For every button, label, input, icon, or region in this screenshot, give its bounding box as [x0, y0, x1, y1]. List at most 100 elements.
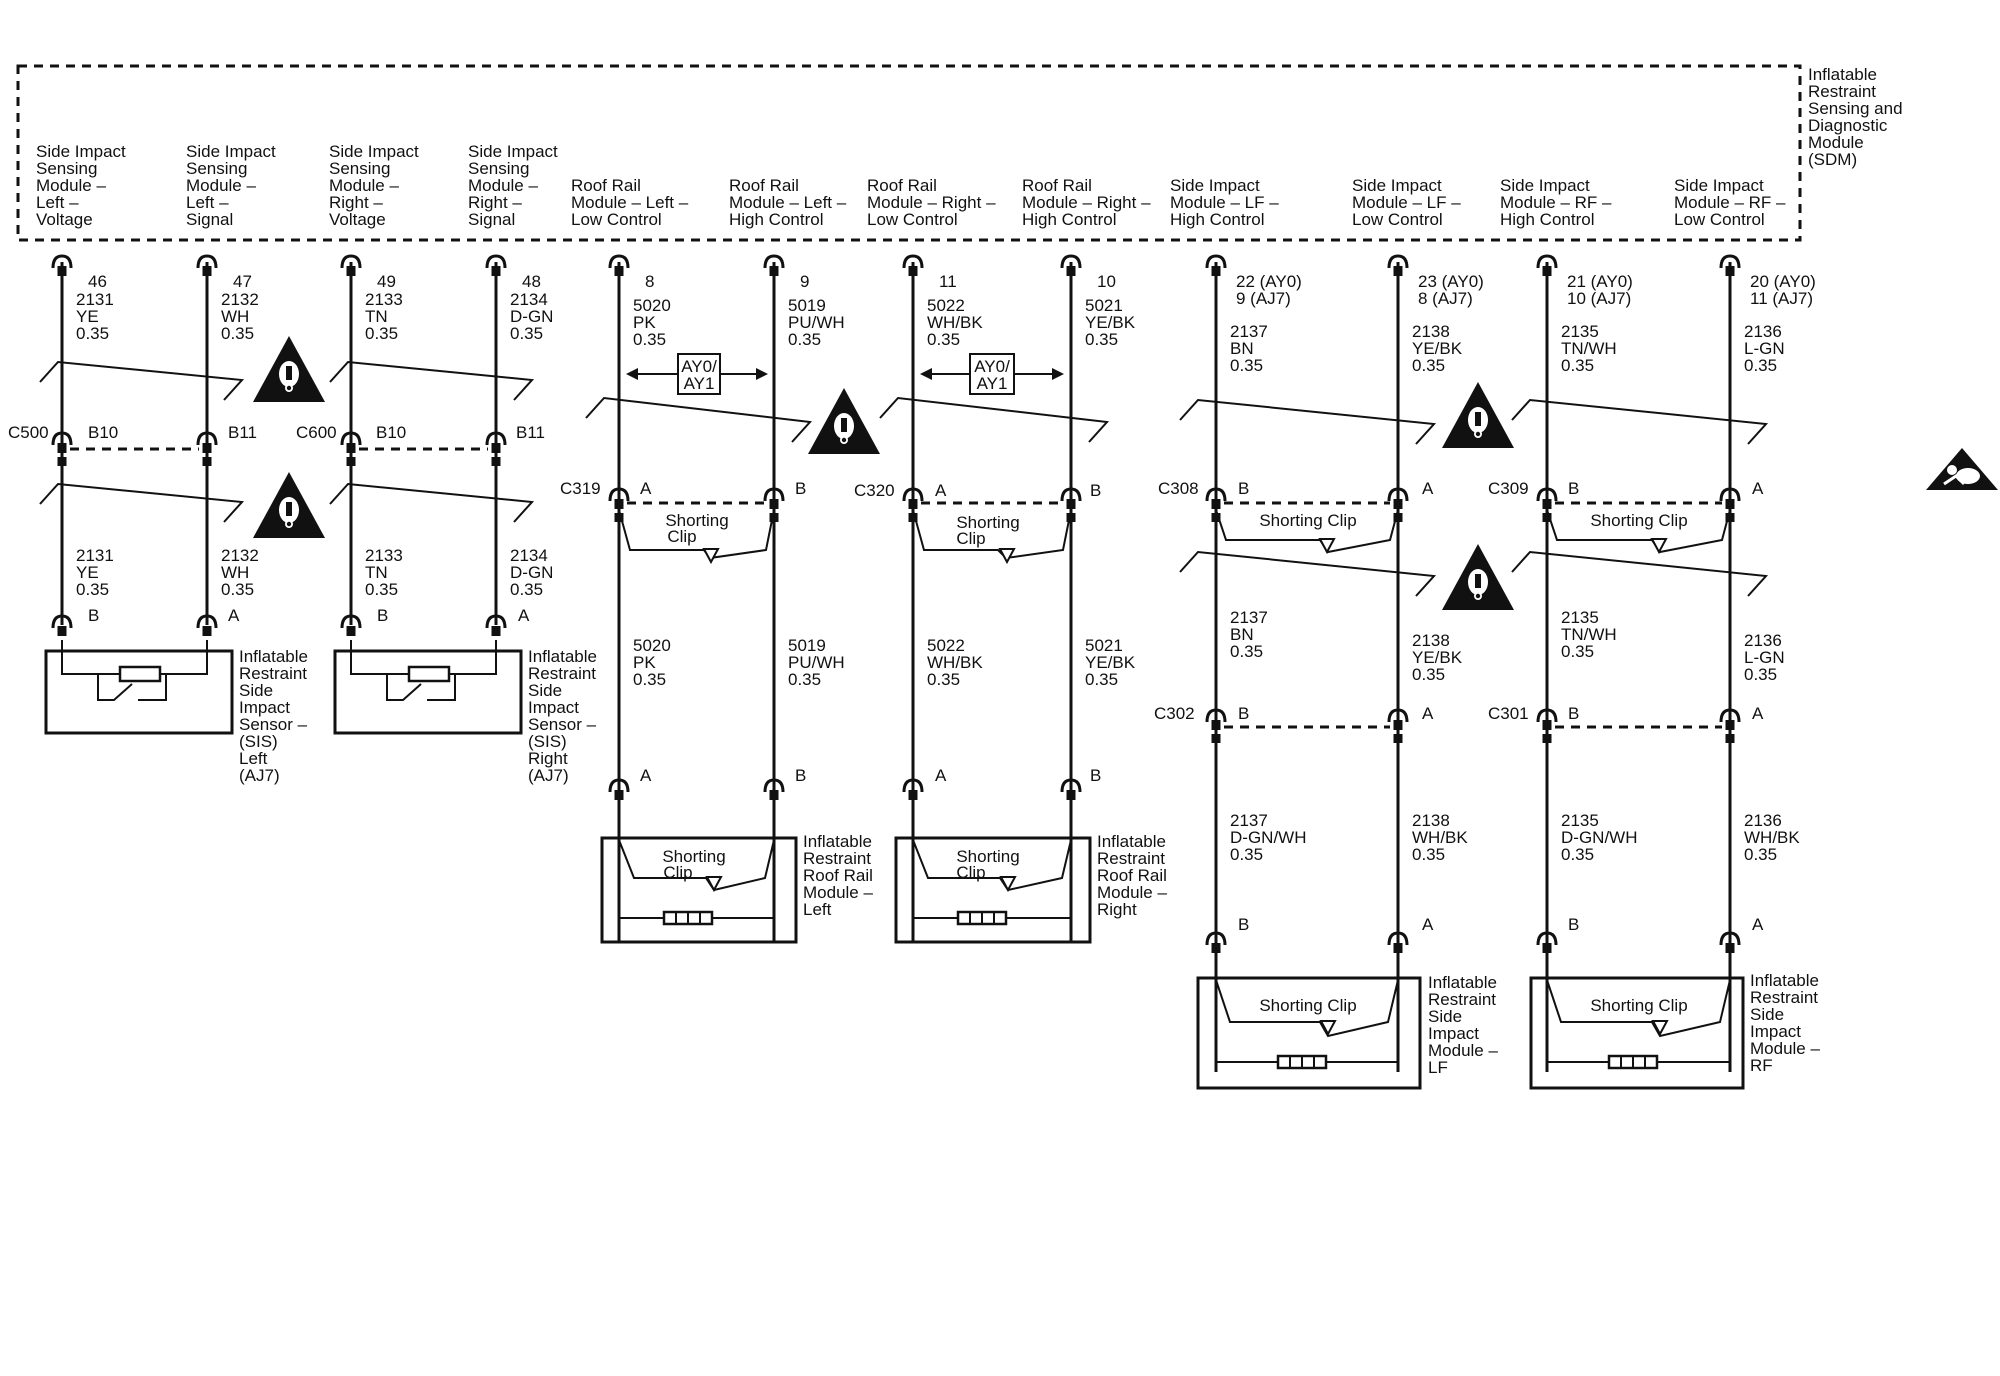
wire-label: WH/BK	[927, 653, 983, 672]
connector-pin: B	[1568, 704, 1579, 723]
component-pin-letters: B A B A A B A B B A B A	[88, 606, 1764, 934]
component-caption-sis-right: Inflatable	[528, 647, 597, 666]
circuit-header-line: Voltage	[329, 210, 386, 229]
circuit-header-line: Module –	[36, 176, 106, 195]
wire-label: 0.35	[76, 324, 109, 343]
pin-letter: B	[1568, 915, 1579, 934]
circuit-header-line: Voltage	[36, 210, 93, 229]
circuit-header-line: Low Control	[867, 210, 958, 229]
circuit-header-line: Sensing	[186, 159, 247, 178]
circuit-header-line: Left –	[36, 193, 79, 212]
shorting-clip-label: Shorting	[662, 847, 725, 866]
wire-label: 2134	[510, 546, 548, 565]
component-caption-sis-right: (SIS)	[528, 732, 567, 751]
connector-pin: A	[935, 481, 947, 500]
shorting-clip-label: Clip	[667, 527, 696, 546]
wire-label: 2131	[76, 290, 114, 309]
connector-pin: A	[640, 479, 652, 498]
circuit-header-line: Roof Rail	[571, 176, 641, 195]
sdm-title-line: Restraint	[1808, 82, 1876, 101]
connector-pin: B	[1568, 479, 1579, 498]
wire-label: 0.35	[1744, 845, 1777, 864]
circuit-header-line: Module – Right –	[867, 193, 996, 212]
wire-label: 0.35	[927, 670, 960, 689]
circuit-header-line: Low Control	[571, 210, 662, 229]
sdm-pin-number: 49	[377, 272, 396, 291]
circuit-header-line: High Control	[729, 210, 824, 229]
wire-label: TN/WH	[1561, 339, 1617, 358]
component-caption-sis-left: Side	[239, 681, 273, 700]
sdm-pin-number: 10 (AJ7)	[1567, 289, 1631, 308]
wire-label: YE	[76, 563, 99, 582]
circuit-header-line: Module –	[329, 176, 399, 195]
component-caption-side-rf: Restraint	[1750, 988, 1818, 1007]
wire-label: 2132	[221, 546, 259, 565]
wire-label: 5022	[927, 296, 965, 315]
circuit-header-line: Module – Left –	[729, 193, 847, 212]
circuit-header-line: Module – RF –	[1500, 193, 1612, 212]
wire-label: L-GN	[1744, 648, 1785, 667]
wire-label: 5020	[633, 296, 671, 315]
pin-letter: A	[228, 606, 240, 625]
wire-label: WH/BK	[1412, 828, 1468, 847]
wire-label: 0.35	[365, 324, 398, 343]
sdm-terminals	[51, 254, 1741, 278]
connector-c320: C320	[854, 481, 895, 500]
connector-pin: B11	[228, 423, 257, 442]
wire-label: 5019	[788, 636, 826, 655]
component-caption-roof-left: Roof Rail	[803, 866, 873, 885]
wire-label: L-GN	[1744, 339, 1785, 358]
circuit-header-line: Right –	[468, 193, 522, 212]
warning-icon	[1442, 382, 1514, 448]
circuit-header-line: Left –	[186, 193, 229, 212]
roof-rail-left-module: Shorting Clip	[600, 804, 798, 944]
circuit-header-line: Sensing	[468, 159, 529, 178]
wire-label: YE/BK	[1085, 653, 1136, 672]
wire-label: 0.35	[633, 670, 666, 689]
component-caption-sis-left: (SIS)	[239, 732, 278, 751]
sdm-title-line: Inflatable	[1808, 65, 1877, 84]
wire-label: 0.35	[1744, 356, 1777, 375]
sdm-pin-number: 9 (AJ7)	[1236, 289, 1291, 308]
option-box-line2: AY1	[684, 374, 715, 393]
wire-label: 0.35	[1085, 330, 1118, 349]
wire-label: PU/WH	[788, 653, 845, 672]
shorting-clip-c308: Shorting Clip	[1215, 509, 1399, 555]
wire-label: 0.35	[1561, 642, 1594, 661]
wire-label: PK	[633, 653, 656, 672]
wire-label: BN	[1230, 339, 1254, 358]
wire-label: WH/BK	[927, 313, 983, 332]
connector-pin: B10	[376, 423, 406, 442]
wire-label: 5021	[1085, 296, 1123, 315]
wire-label: 0.35	[1230, 845, 1263, 864]
connector-pin: B11	[516, 423, 545, 442]
sdm-pin-number: 8 (AJ7)	[1418, 289, 1473, 308]
wire-label: 0.35	[1412, 356, 1445, 375]
wire-label: 2135	[1561, 811, 1599, 830]
wire-label: D-GN/WH	[1561, 828, 1637, 847]
option-box-right: AY0/ AY1	[920, 353, 1064, 395]
wire-label: 5021	[1085, 636, 1123, 655]
component-caption-side-rf: Impact	[1750, 1022, 1801, 1041]
wire-label: 2136	[1744, 631, 1782, 650]
connector-c301: C301	[1488, 704, 1529, 723]
wire-label: TN	[365, 563, 388, 582]
break-marks	[39, 360, 1769, 597]
wire-label: 2138	[1412, 631, 1450, 650]
wire-label: 0.35	[221, 324, 254, 343]
component-caption-roof-right: Module –	[1097, 883, 1167, 902]
circuit-header-line: Module – Right –	[1022, 193, 1151, 212]
wire-label: 2134	[510, 290, 548, 309]
sdm-pin-number: 11	[939, 272, 957, 291]
wire-label: 2137	[1230, 811, 1268, 830]
shorting-clip-label: Clip	[663, 863, 692, 882]
wire-label: 5019	[788, 296, 826, 315]
connector-pin: B10	[88, 423, 118, 442]
wire-label: 0.35	[788, 670, 821, 689]
wire-label: 0.35	[1085, 670, 1118, 689]
roof-rail-right-module: Shorting Clip	[894, 804, 1092, 944]
component-caption-roof-right: Right	[1097, 900, 1137, 919]
wire-label: D-GN	[510, 307, 553, 326]
wire-label: TN/WH	[1561, 625, 1617, 644]
